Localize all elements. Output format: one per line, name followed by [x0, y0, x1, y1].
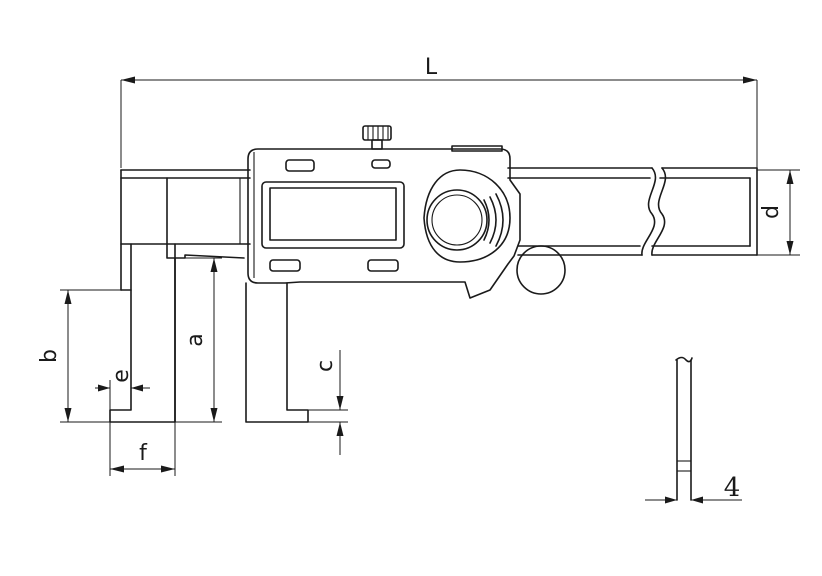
lcd-display [261, 181, 405, 249]
label-tip-height: c [313, 360, 338, 372]
beam-left [120, 169, 251, 291]
dimension-length: L [120, 55, 758, 168]
label-length: L [425, 55, 438, 80]
slider-body [247, 125, 566, 299]
detail-blade: 4 [645, 356, 742, 504]
fixed-jaw [109, 243, 245, 423]
label-height: d [759, 205, 784, 219]
dimension-height: d [757, 169, 800, 256]
label-jaw-depth: b [37, 349, 62, 363]
moving-jaw [245, 282, 309, 423]
label-tip-width: e [109, 369, 134, 383]
dimension-jaw-depth: b [37, 289, 121, 423]
beam-right [507, 167, 758, 256]
label-jaw-width: f [139, 441, 148, 466]
label-inner-depth: a [183, 333, 208, 346]
dimension-jaw-width: f [109, 422, 176, 476]
label-thickness: 4 [724, 473, 741, 503]
dimension-tip-width: e [95, 369, 150, 410]
dimension-inner-depth: a [175, 257, 222, 423]
dimension-tip-height: c [308, 350, 348, 455]
